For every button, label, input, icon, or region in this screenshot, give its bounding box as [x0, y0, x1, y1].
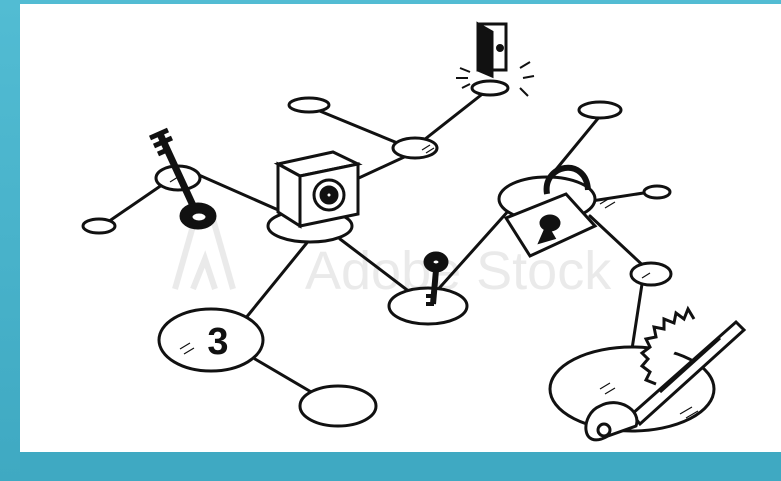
node-badge-number: 3	[207, 321, 228, 363]
node	[579, 102, 621, 118]
safe-icon	[278, 152, 358, 226]
node	[393, 138, 437, 158]
network-illustration: Adobe Stock	[20, 4, 781, 452]
watermark-text: Adobe Stock	[305, 241, 612, 301]
node	[631, 263, 671, 285]
node	[83, 219, 115, 233]
left-frame-bar	[0, 0, 20, 481]
node	[289, 98, 329, 112]
node	[644, 186, 670, 198]
bottom-frame-bar	[20, 452, 781, 481]
node	[472, 81, 508, 95]
node	[300, 386, 376, 426]
